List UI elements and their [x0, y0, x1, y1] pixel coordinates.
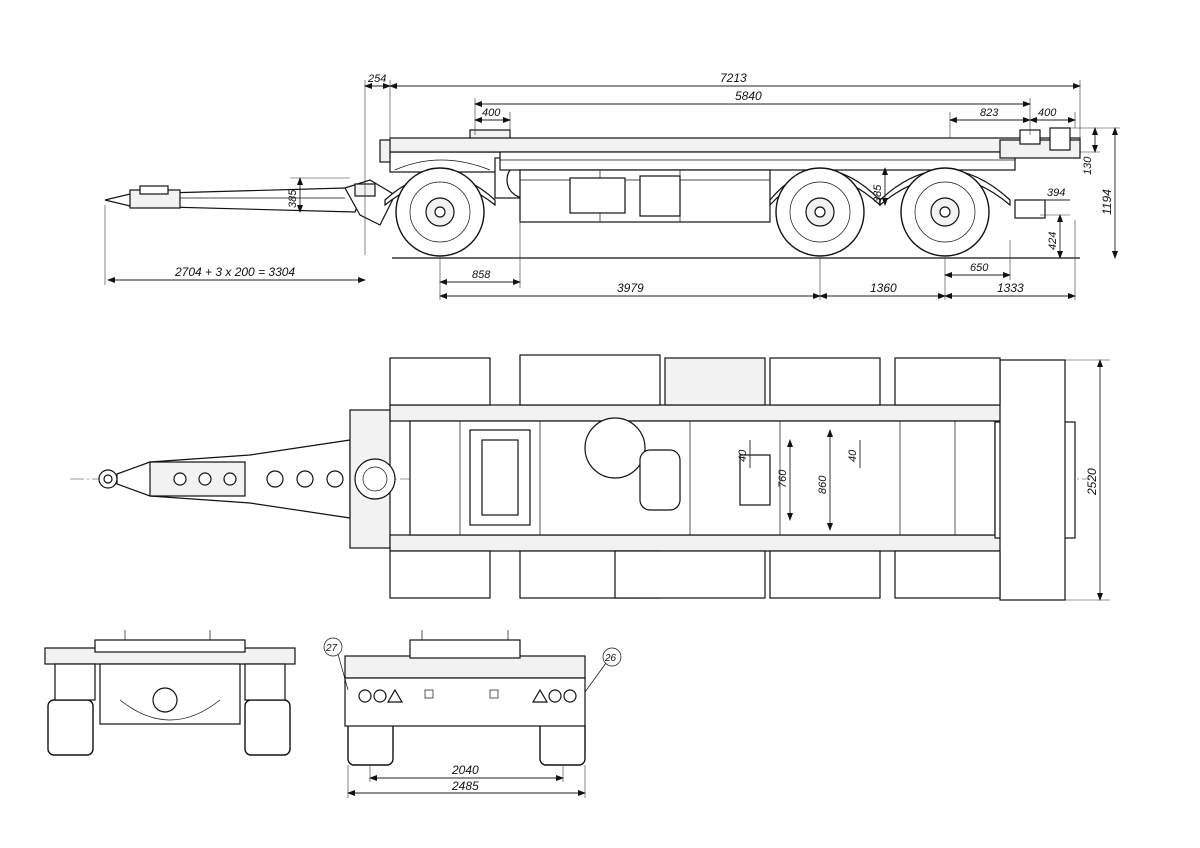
dim-1360: 1360	[870, 281, 897, 295]
dim-394: 394	[1047, 187, 1065, 199]
dim-2520: 2520	[1085, 468, 1099, 496]
dim-400-rear: 400	[1038, 107, 1057, 119]
side-view: 254 7213 5840 400 823 400 130 1194 394 4…	[104, 71, 1120, 300]
dim-400-front: 400	[482, 107, 501, 119]
dim-254: 254	[367, 73, 386, 85]
dim-1333: 1333	[997, 281, 1024, 295]
top-drawbar	[98, 439, 351, 519]
dim-858: 858	[472, 269, 491, 281]
callout-27: 27	[325, 643, 338, 654]
callout-26: 26	[604, 653, 617, 664]
dim-424: 424	[1047, 232, 1059, 250]
dim-823: 823	[980, 107, 999, 119]
rear-wheel-1	[775, 167, 865, 257]
rear-wheel-2	[900, 167, 990, 257]
dim-130: 130	[1082, 156, 1094, 175]
dim-385-rear: 385	[872, 184, 884, 203]
dim-5840: 5840	[735, 89, 762, 103]
drawbar	[104, 179, 396, 226]
side-frame	[389, 127, 1081, 223]
dim-drawbar-length: 2704 + 3 x 200 = 3304	[174, 265, 295, 279]
top-view: 2520 860 760 40 40	[70, 354, 1110, 601]
dim-40-a: 40	[737, 449, 749, 462]
dim-7213: 7213	[720, 71, 747, 85]
dim-3979: 3979	[617, 281, 644, 295]
front-wheel	[395, 167, 485, 257]
dim-385-drawbar: 385	[287, 189, 299, 208]
dim-2040: 2040	[451, 763, 479, 777]
dim-1194: 1194	[1100, 189, 1114, 215]
front-view	[44, 630, 296, 756]
rear-view: 27 26 2040 2485	[323, 630, 622, 798]
dim-650: 650	[970, 262, 989, 274]
dim-860: 860	[817, 475, 829, 494]
dim-40-b: 40	[847, 449, 859, 462]
dim-760: 760	[777, 469, 789, 488]
dim-2485: 2485	[451, 779, 479, 793]
